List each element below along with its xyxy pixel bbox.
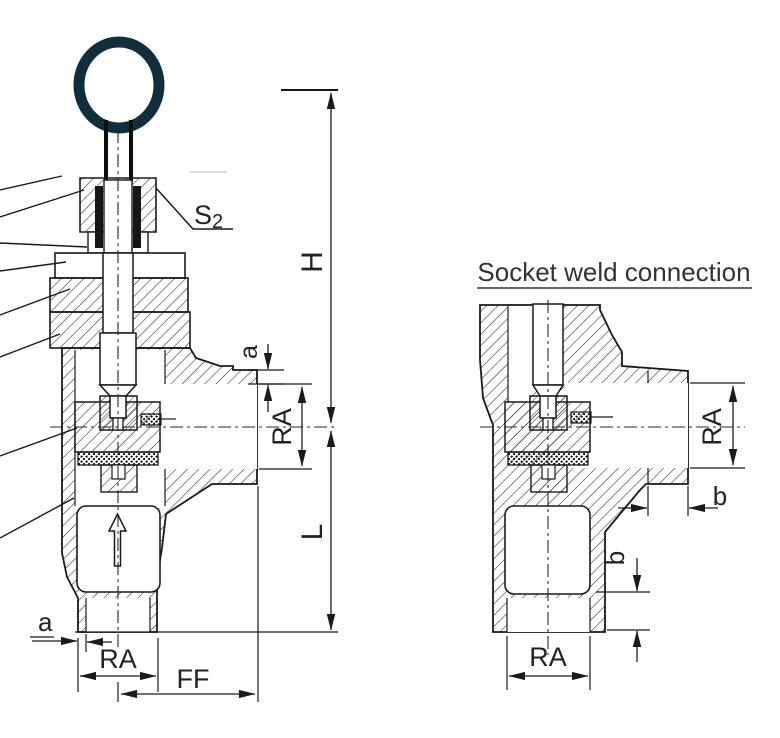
ring-handle: [73, 36, 165, 134]
valve-body: [61, 347, 258, 633]
dimension-a-top: a: [235, 344, 284, 412]
dimension-l: L: [75, 430, 338, 633]
ra-bottom-label: RA: [529, 642, 567, 672]
ff-label: FF: [177, 664, 210, 694]
stem-upper: [104, 120, 133, 182]
packing-rings-left: [95, 186, 103, 248]
callout-leader-lines: [0, 175, 88, 539]
dimension-a-bottom: a: [30, 607, 112, 652]
dimension-ra-side-left-view: RA: [259, 383, 312, 470]
h-label: H: [296, 251, 329, 273]
ra-side-label: RA: [697, 408, 727, 446]
dimension-h: H: [281, 89, 338, 424]
dimension-b-side: b: [618, 481, 727, 516]
right-view-socket-weld-section: Socket weld connection: [477, 257, 752, 690]
b-bottom-label: b: [600, 551, 630, 565]
seat-tab: [140, 413, 162, 426]
dimension-b-bottom: b: [596, 551, 650, 662]
s2-subscript: 2: [212, 211, 223, 233]
dimension-ff: FF: [117, 486, 259, 702]
a-top-label: a: [235, 345, 263, 359]
a-bottom-label: a: [38, 607, 53, 637]
socket-weld-valve-body: [479, 304, 689, 633]
dimension-ra-bottom-left-view: RA: [77, 638, 159, 692]
ra-bottom-label: RA: [99, 644, 137, 674]
left-view-threaded-section: S 2 H L RA a: [0, 36, 338, 702]
s2-label: S: [194, 200, 212, 230]
dimension-s2: S 2: [155, 187, 233, 233]
packing-rings-right: [133, 186, 141, 248]
b-side-label: b: [713, 481, 727, 511]
l-label: L: [296, 524, 329, 541]
dimension-ra-bottom-right-view: RA: [506, 636, 591, 690]
ra-side-label: RA: [267, 408, 297, 446]
dimension-ra-side-right-view: RA: [690, 382, 745, 469]
seat-tab: [570, 411, 592, 424]
socket-weld-title: Socket weld connection: [477, 257, 750, 287]
